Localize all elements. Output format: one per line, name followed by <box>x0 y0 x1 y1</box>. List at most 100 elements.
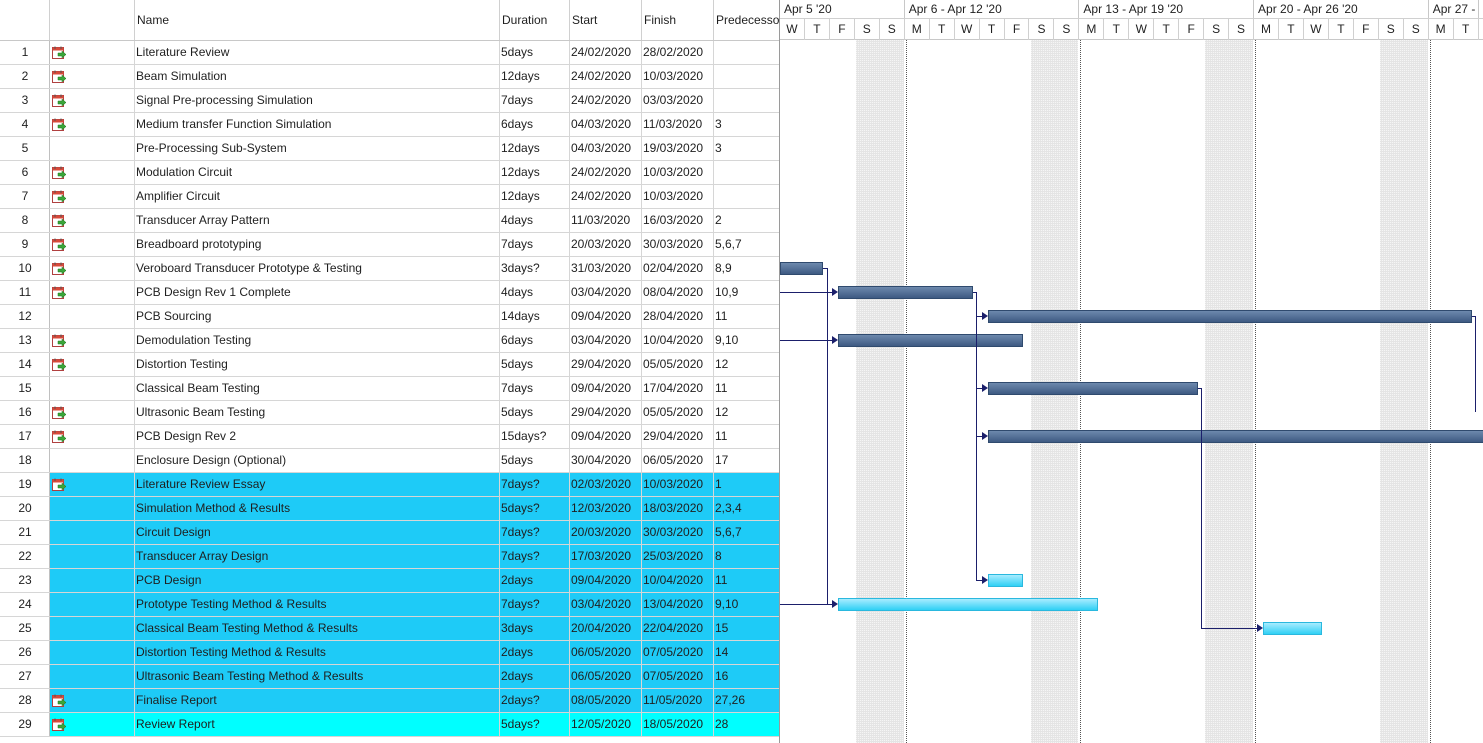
indicator-cell[interactable] <box>50 689 135 712</box>
task-name-cell[interactable]: PCB Sourcing <box>135 305 500 328</box>
indicator-cell[interactable] <box>50 713 135 736</box>
start-cell[interactable]: 04/03/2020 <box>570 113 642 136</box>
predecessors-cell[interactable]: 3 <box>715 117 722 131</box>
indicator-cell[interactable] <box>50 353 135 376</box>
duration-cell[interactable]: 2days <box>500 569 570 592</box>
predecessors-cell[interactable]: 16 <box>715 669 729 683</box>
row-number[interactable]: 21 <box>0 521 50 544</box>
indicator-cell[interactable] <box>50 41 135 64</box>
start-cell[interactable]: 24/02/2020 <box>570 65 642 88</box>
duration-cell[interactable]: 4days <box>500 209 570 232</box>
start-cell[interactable]: 31/03/2020 <box>570 257 642 280</box>
task-bar[interactable] <box>780 262 824 275</box>
finish-header[interactable]: Finish <box>642 0 714 40</box>
row-number[interactable]: 16 <box>0 401 50 424</box>
row-number[interactable]: 6 <box>0 161 50 184</box>
finish-cell[interactable]: 10/03/2020 <box>642 185 714 208</box>
start-cell[interactable]: 03/04/2020 <box>570 281 642 304</box>
start-cell[interactable]: 20/03/2020 <box>570 521 642 544</box>
indicator-cell[interactable] <box>50 329 135 352</box>
task-name-cell[interactable]: Simulation Method & Results <box>135 497 500 520</box>
duration-cell[interactable]: 7days <box>500 233 570 256</box>
predecessors-cell[interactable]: 8,9 <box>715 261 732 275</box>
start-cell[interactable]: 04/03/2020 <box>570 137 642 160</box>
predecessors-cell[interactable]: 27,26 <box>715 693 746 707</box>
row-number[interactable]: 4 <box>0 113 50 136</box>
start-cell[interactable]: 06/05/2020 <box>570 665 642 688</box>
predecessors-cell[interactable]: 17 <box>715 453 729 467</box>
duration-cell[interactable]: 2days <box>500 641 570 664</box>
indicator-cell[interactable] <box>50 569 135 592</box>
task-bar[interactable] <box>988 310 1473 323</box>
finish-cell[interactable]: 07/05/2020 <box>642 665 714 688</box>
task-name-cell[interactable]: Review Report <box>135 713 500 736</box>
start-cell[interactable]: 17/03/2020 <box>570 545 642 568</box>
name-header[interactable]: Name <box>135 0 500 40</box>
task-name-cell[interactable]: Ultrasonic Beam Testing <box>135 401 500 424</box>
indicator-cell[interactable] <box>50 641 135 664</box>
start-cell[interactable]: 24/02/2020 <box>570 161 642 184</box>
task-name-cell[interactable]: Modulation Circuit <box>135 161 500 184</box>
start-cell[interactable]: 12/05/2020 <box>570 713 642 736</box>
finish-cell[interactable]: 07/05/2020 <box>642 641 714 664</box>
start-cell[interactable]: 09/04/2020 <box>570 377 642 400</box>
duration-cell[interactable]: 12days <box>500 65 570 88</box>
predecessors-cell[interactable]: 12 <box>715 357 729 371</box>
duration-cell[interactable]: 5days <box>500 353 570 376</box>
task-name-cell[interactable]: PCB Design Rev 2 <box>135 425 500 448</box>
finish-cell[interactable]: 28/04/2020 <box>642 305 714 328</box>
predecessors-cell[interactable]: 3 <box>715 141 722 155</box>
task-name-cell[interactable]: Literature Review <box>135 41 500 64</box>
indicator-cell[interactable] <box>50 209 135 232</box>
predecessors-cell[interactable]: 8 <box>715 549 722 563</box>
start-cell[interactable]: 20/03/2020 <box>570 233 642 256</box>
finish-cell[interactable]: 18/05/2020 <box>642 713 714 736</box>
task-name-cell[interactable]: Enclosure Design (Optional) <box>135 449 500 472</box>
finish-cell[interactable]: 05/05/2020 <box>642 353 714 376</box>
finish-cell[interactable]: 30/03/2020 <box>642 521 714 544</box>
start-cell[interactable]: 09/04/2020 <box>570 305 642 328</box>
indicator-cell[interactable] <box>50 89 135 112</box>
task-name-cell[interactable]: Distortion Testing <box>135 353 500 376</box>
finish-cell[interactable]: 22/04/2020 <box>642 617 714 640</box>
finish-cell[interactable]: 06/05/2020 <box>642 449 714 472</box>
finish-cell[interactable]: 13/04/2020 <box>642 593 714 616</box>
indicator-cell[interactable] <box>50 185 135 208</box>
start-cell[interactable]: 24/02/2020 <box>570 185 642 208</box>
indicator-cell[interactable] <box>50 473 135 496</box>
predecessors-cell[interactable]: 14 <box>715 645 729 659</box>
indicator-cell[interactable] <box>50 593 135 616</box>
row-number[interactable]: 13 <box>0 329 50 352</box>
duration-cell[interactable]: 4days <box>500 281 570 304</box>
row-number[interactable]: 1 <box>0 41 50 64</box>
task-name-cell[interactable]: Breadboard prototyping <box>135 233 500 256</box>
task-name-cell[interactable]: Demodulation Testing <box>135 329 500 352</box>
finish-cell[interactable]: 08/04/2020 <box>642 281 714 304</box>
start-cell[interactable]: 12/03/2020 <box>570 497 642 520</box>
duration-cell[interactable]: 5days <box>500 41 570 64</box>
task-name-cell[interactable]: Classical Beam Testing Method & Results <box>135 617 500 640</box>
duration-cell[interactable]: 7days? <box>500 473 570 496</box>
predecessors-cell[interactable] <box>714 161 779 184</box>
finish-cell[interactable]: 19/03/2020 <box>642 137 714 160</box>
indicator-cell[interactable] <box>50 665 135 688</box>
finish-cell[interactable]: 11/05/2020 <box>642 689 714 712</box>
